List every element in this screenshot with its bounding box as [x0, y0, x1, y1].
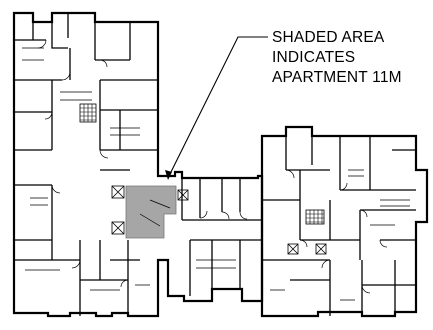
left-wing [12, 11, 264, 318]
annotation-line-2: INDICATES [272, 49, 356, 66]
apartment-11m-shaded [125, 185, 177, 239]
middle-corridor [181, 178, 262, 296]
annotation-label: SHADED AREA INDICATES APARTMENT 11M [272, 28, 402, 88]
right-wing [260, 125, 429, 318]
right-stair [287, 209, 327, 255]
left-stair [79, 103, 97, 123]
annotation-line-1: SHADED AREA [272, 29, 385, 46]
annotation-line-3: APARTMENT 11M [272, 69, 402, 86]
leader-arrow [165, 36, 268, 180]
elevators [111, 185, 189, 235]
